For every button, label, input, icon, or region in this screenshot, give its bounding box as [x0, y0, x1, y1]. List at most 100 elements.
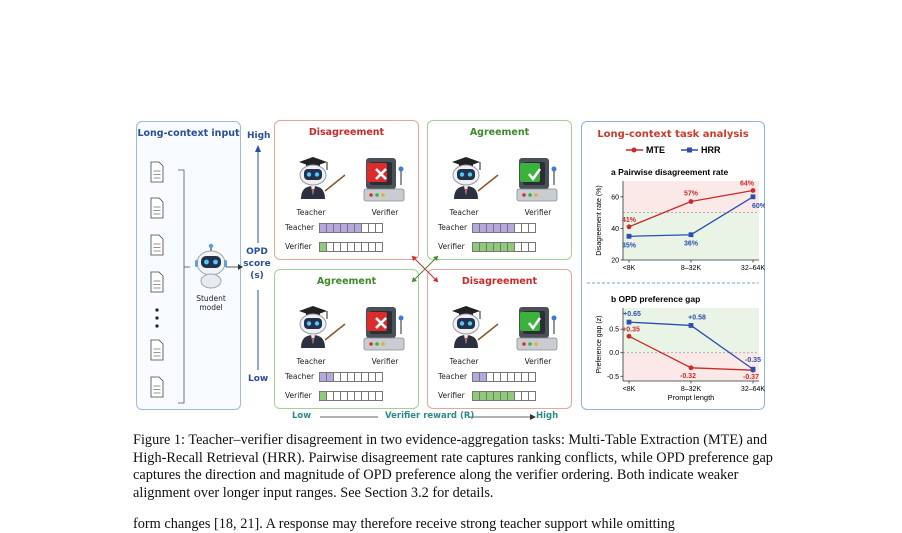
input-bracket — [178, 169, 243, 404]
data-point-mte — [750, 188, 756, 193]
y-axis-label: Disagreement rate (%) — [596, 185, 603, 255]
quadrant-title: Disagreement — [308, 127, 385, 138]
opd-axis-high: High — [247, 131, 271, 141]
verifier-machine-icon — [363, 158, 405, 202]
teacher-row-label: Teacher — [285, 372, 315, 381]
chart-title: a Pairwise disagreement rate — [611, 167, 728, 177]
data-point-hrr — [750, 194, 756, 200]
student-label: Student model — [186, 294, 236, 312]
y-tick-label: -0.5 — [607, 374, 619, 381]
document-icon — [150, 197, 164, 219]
data-label: 35% — [622, 242, 637, 249]
teacher-score-bar — [472, 223, 536, 233]
teacher-score-cell — [528, 223, 536, 233]
data-label: +0.65 — [623, 311, 641, 318]
verifier-axis-line — [320, 414, 536, 420]
data-point-hrr — [750, 366, 756, 372]
opd-axis-label-line-2: score — [243, 259, 271, 269]
quadrant-title: Agreement — [469, 127, 530, 138]
verifier-score-bar — [319, 242, 383, 252]
document-icon — [150, 339, 164, 361]
data-label: +0.35 — [622, 326, 640, 333]
teacher-label: Teacher — [296, 208, 326, 217]
y-tick-label: 0.5 — [609, 327, 619, 334]
data-point-hrr — [626, 319, 632, 325]
teacher-label: Teacher — [296, 357, 326, 366]
verifier-label: Verifier — [524, 357, 552, 366]
x-tick-label: 8–32K — [681, 265, 702, 272]
verifier-label: Verifier — [371, 208, 399, 217]
verifier-score-cell — [528, 391, 536, 401]
opd-axis-label-line-1: OPD — [246, 247, 268, 257]
opd-axis-label-line-3: (s) — [250, 271, 264, 281]
data-label: 41% — [622, 217, 637, 224]
verifier-axis-low: Low — [292, 411, 312, 421]
verifier-row-label: Verifier — [285, 391, 312, 400]
teacher-label: Teacher — [449, 357, 479, 366]
teacher-score-cell — [375, 223, 383, 233]
quadrant-1: Disagreement — [274, 120, 419, 260]
quadrant-3: Agreement — [274, 269, 419, 409]
opd-axis-low: Low — [248, 374, 269, 384]
chart-title: b OPD preference gap — [611, 294, 700, 304]
quadrant-title: Disagreement — [461, 276, 538, 287]
x-tick-label: <8K — [623, 265, 636, 272]
data-point-hrr — [688, 232, 694, 238]
verifier-score-cell — [375, 242, 383, 252]
teacher-score-bar — [319, 223, 383, 233]
document-icon — [150, 234, 164, 256]
document-icon — [150, 161, 164, 183]
data-label: -0.32 — [680, 373, 696, 380]
data-point-hrr — [626, 233, 632, 239]
quadrant-title: Agreement — [316, 276, 377, 287]
verifier-label: Verifier — [371, 357, 399, 366]
opd-axis-arrow — [255, 145, 261, 370]
y-tick-label: 60 — [611, 194, 619, 201]
teacher-robot-icon — [299, 157, 346, 199]
data-label: 60% — [752, 203, 765, 210]
data-label: +0.58 — [688, 314, 706, 321]
verifier-row-label: Verifier — [438, 391, 465, 400]
verifier-score-bar — [472, 391, 536, 401]
data-label: 64% — [740, 180, 755, 187]
verifier-score-cell — [375, 391, 383, 401]
data-label: -0.35 — [745, 357, 761, 364]
data-point-mte — [688, 365, 694, 371]
quadrant-swap-arrows — [411, 255, 439, 283]
analysis-charts: MTE HRR a Pairwise disagreement rate2040… — [587, 145, 765, 402]
data-label: 36% — [684, 241, 699, 248]
student-robot-icon — [195, 243, 227, 289]
teacher-score-bar — [319, 372, 383, 382]
data-label: 57% — [684, 191, 699, 198]
legend-mte: MTE — [646, 145, 665, 155]
teacher-score-cell — [375, 372, 383, 382]
student-label-line-1: Student — [196, 294, 226, 303]
y-tick-label: 0.0 — [609, 350, 619, 357]
teacher-robot-icon — [452, 306, 499, 348]
teacher-row-label: Teacher — [438, 372, 468, 381]
teacher-robot-icon — [452, 157, 499, 199]
verifier-row-label: Verifier — [438, 242, 465, 251]
data-point-mte — [688, 199, 694, 204]
quadrant-4: Disagreement — [427, 269, 572, 409]
data-label: -0.37 — [743, 374, 759, 381]
verifier-axis-label: Verifier reward (R) — [385, 411, 475, 421]
legend-hrr: HRR — [701, 145, 721, 155]
data-point-mte — [626, 333, 632, 339]
quadrant-2: Agreement — [427, 120, 572, 260]
document-stack — [150, 161, 164, 398]
teacher-row-label: Teacher — [438, 223, 468, 232]
document-icon — [150, 271, 164, 293]
teacher-score-bar — [472, 372, 536, 382]
verifier-machine-icon — [516, 158, 558, 202]
verifier-label: Verifier — [524, 208, 552, 217]
verifier-score-bar — [319, 391, 383, 401]
chart-legend: MTE HRR — [626, 145, 721, 155]
opd-axis-label: OPD score (s) — [242, 246, 272, 282]
teacher-score-cell — [528, 372, 536, 382]
data-point-mte — [626, 224, 632, 230]
x-tick-label: <8K — [623, 386, 636, 393]
verifier-score-bar — [472, 242, 536, 252]
verifier-score-cell — [528, 242, 536, 252]
input-panel-title: Long-context input — [137, 128, 240, 139]
